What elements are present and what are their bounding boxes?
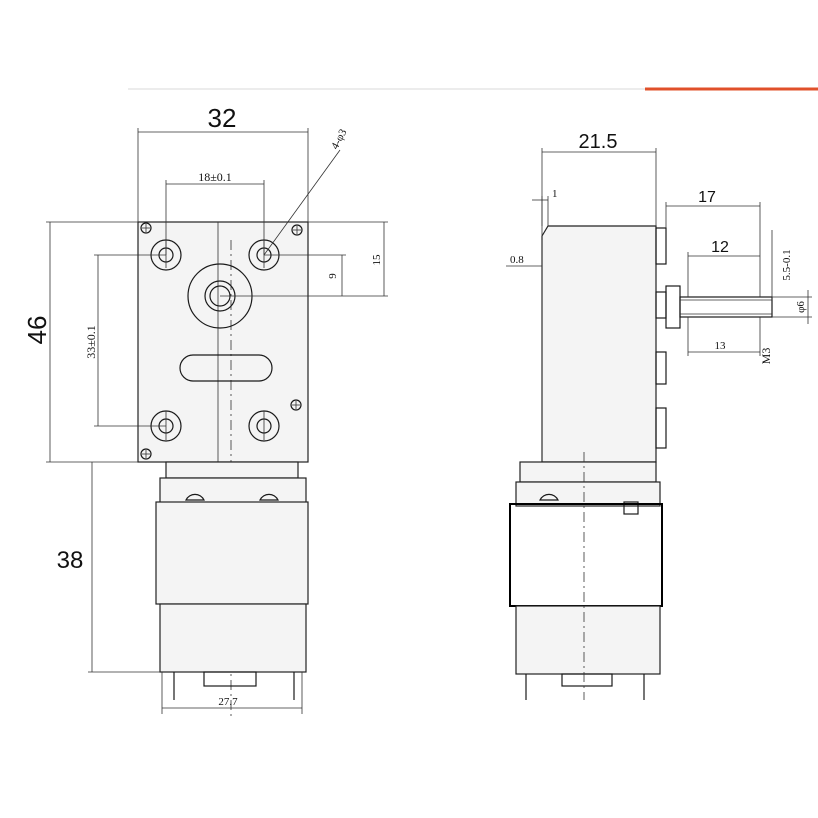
dim-shaft-offset: 9 (327, 273, 339, 279)
corner-screw (140, 448, 152, 460)
dim-height: 46 (22, 316, 52, 345)
dim-hole-spec: 4-φ3 (329, 127, 350, 152)
dim-flat-depth: 5.5-0.1 (781, 249, 793, 280)
slot (179, 354, 273, 382)
motor-can (155, 477, 309, 700)
dim-flange: 1 (552, 188, 558, 200)
corner-screw (291, 224, 303, 236)
dim-motor-width: 27.7 (218, 696, 238, 708)
corner-screw (140, 222, 152, 234)
dim-mount-spacing: 18±0.1 (198, 170, 232, 184)
dim-vertical-spacing: 33±0.1 (84, 325, 98, 359)
dim-shaft-total: 17 (698, 189, 716, 206)
dim-shaft-flat: 12 (711, 239, 729, 256)
dim-depth: 21.5 (579, 131, 618, 153)
side-motor (509, 481, 663, 700)
front-view: 32 18±0.1 4-φ3 46 33±0.1 9 15 38 (22, 103, 388, 720)
corner-screw (290, 399, 302, 411)
dim-gap: 0.8 (510, 254, 524, 266)
dim-motor-length: 38 (57, 547, 84, 574)
side-shaft (665, 285, 773, 329)
dim-thread-length: 13 (715, 340, 727, 352)
mount-hole (248, 410, 280, 442)
dim-width: 32 (208, 103, 237, 133)
dim-shaft-dia: φ6 (795, 301, 807, 313)
dim-shaft-height: 15 (371, 254, 383, 266)
dim-thread: M3 (759, 348, 773, 365)
side-view: 21.5 1 0.8 17 12 5.5-0.1 φ6 13 M3 (506, 131, 812, 700)
